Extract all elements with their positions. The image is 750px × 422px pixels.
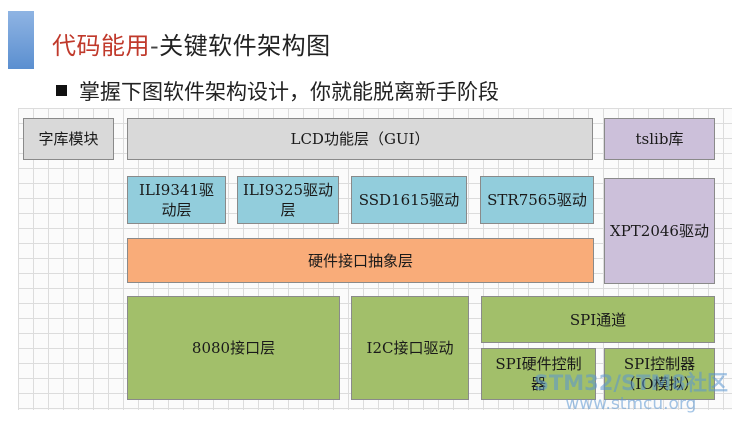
square-bullet-icon bbox=[56, 85, 67, 96]
page-title: 代码能用-关键软件架构图 bbox=[52, 26, 331, 61]
spi-channel: SPI通道 bbox=[481, 296, 715, 343]
str7565-driver: STR7565驱动 bbox=[480, 176, 594, 224]
font-library-module: 字库模块 bbox=[23, 118, 114, 160]
ssd1615-driver: SSD1615驱动 bbox=[351, 176, 467, 224]
subtitle: 掌握下图软件架构设计，你就能脱离新手阶段 bbox=[56, 76, 499, 106]
i2c-interface-driver: I2C接口驱动 bbox=[351, 296, 469, 400]
title-rest: 关键软件架构图 bbox=[159, 32, 331, 60]
spi-io-simulated-controller: SPI控制器（IO模拟） bbox=[604, 348, 715, 400]
spi-hardware-controller: SPI硬件控制器 bbox=[481, 348, 596, 400]
8080-interface-layer: 8080接口层 bbox=[127, 296, 340, 400]
lcd-function-layer: LCD功能层（GUI） bbox=[127, 118, 593, 160]
subtitle-text: 掌握下图软件架构设计，你就能脱离新手阶段 bbox=[79, 80, 499, 104]
ili9341-driver-layer: ILI9341驱动层 bbox=[127, 176, 226, 224]
tslib-library: tslib库 bbox=[604, 118, 715, 160]
accent-bar bbox=[8, 11, 34, 69]
xpt2046-driver: XPT2046驱动 bbox=[604, 178, 715, 284]
ili9325-driver-layer: ILI9325驱动层 bbox=[237, 176, 339, 224]
hardware-interface-abstraction-layer: 硬件接口抽象层 bbox=[127, 238, 594, 283]
title-accent: 代码能用 bbox=[52, 32, 150, 60]
title-separator: - bbox=[150, 32, 160, 60]
architecture-diagram: 字库模块 LCD功能层（GUI） tslib库 ILI9341驱动层 ILI93… bbox=[18, 108, 732, 410]
